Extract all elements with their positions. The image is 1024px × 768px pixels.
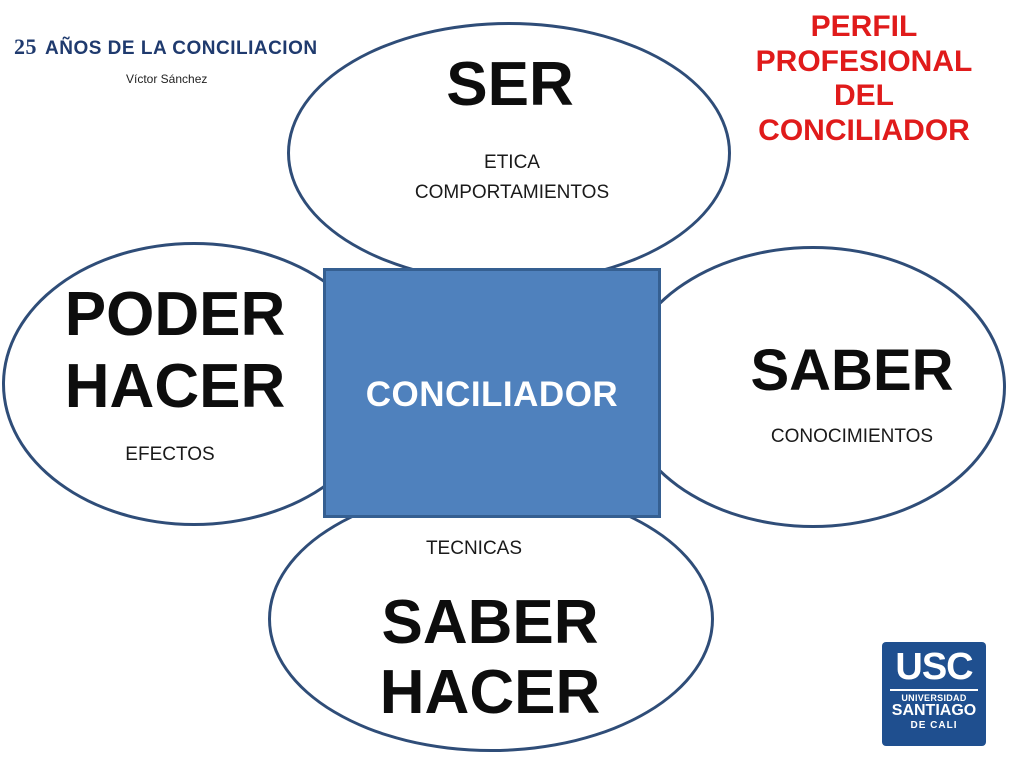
heading-line-3: DEL: [834, 79, 894, 112]
poder-hacer-sub: EFECTOS: [125, 444, 215, 465]
heading-line-1: PERFIL: [810, 10, 918, 43]
saber-hacer-title-2: HACER: [379, 658, 601, 727]
title-number: 25: [14, 34, 37, 59]
logo-acronym: USC: [895, 646, 973, 688]
ser-title: SER: [446, 50, 574, 119]
presentation-title: 25 AÑOS DE LA CONCILIACION: [14, 34, 318, 60]
title-text: AÑOS DE LA CONCILIACION: [45, 38, 318, 59]
saber-sub: CONOCIMIENTOS: [770, 426, 934, 447]
petal-saber: [620, 246, 1006, 528]
saber-hacer-title-1: SABER: [381, 588, 599, 657]
diagram-heading: PERFIL PROFESIONAL DEL CONCILIADOR: [724, 10, 1004, 148]
saber-title: SABER: [750, 338, 954, 403]
heading-line-2: PROFESIONAL: [755, 44, 973, 78]
author-name: Víctor Sánchez: [126, 72, 208, 86]
poder-hacer-title-1: PODER: [64, 280, 286, 349]
petal-ser: [287, 22, 731, 284]
saber-hacer-sub: TECNICAS: [425, 538, 523, 559]
university-logo: USC UNIVERSIDAD SANTIAGO DE CALI: [882, 642, 986, 746]
petal-saber-hacer: [268, 486, 714, 752]
ser-sub-etica: ETICA: [484, 152, 540, 173]
logo-divider: [890, 689, 978, 691]
center-label: CONCILIADOR: [365, 375, 619, 414]
logo-line-3: DE CALI: [910, 719, 958, 731]
logo-line-1: UNIVERSIDAD: [901, 693, 967, 703]
ser-sub-comportamientos: COMPORTAMIENTOS: [414, 182, 610, 203]
center-box: CONCILIADOR: [323, 268, 661, 518]
poder-hacer-title-2: HACER: [64, 352, 286, 421]
heading-line-4: CONCILIADOR: [758, 113, 970, 147]
petal-poder-hacer: [2, 242, 386, 526]
logo-line-2: SANTIAGO: [891, 702, 977, 719]
